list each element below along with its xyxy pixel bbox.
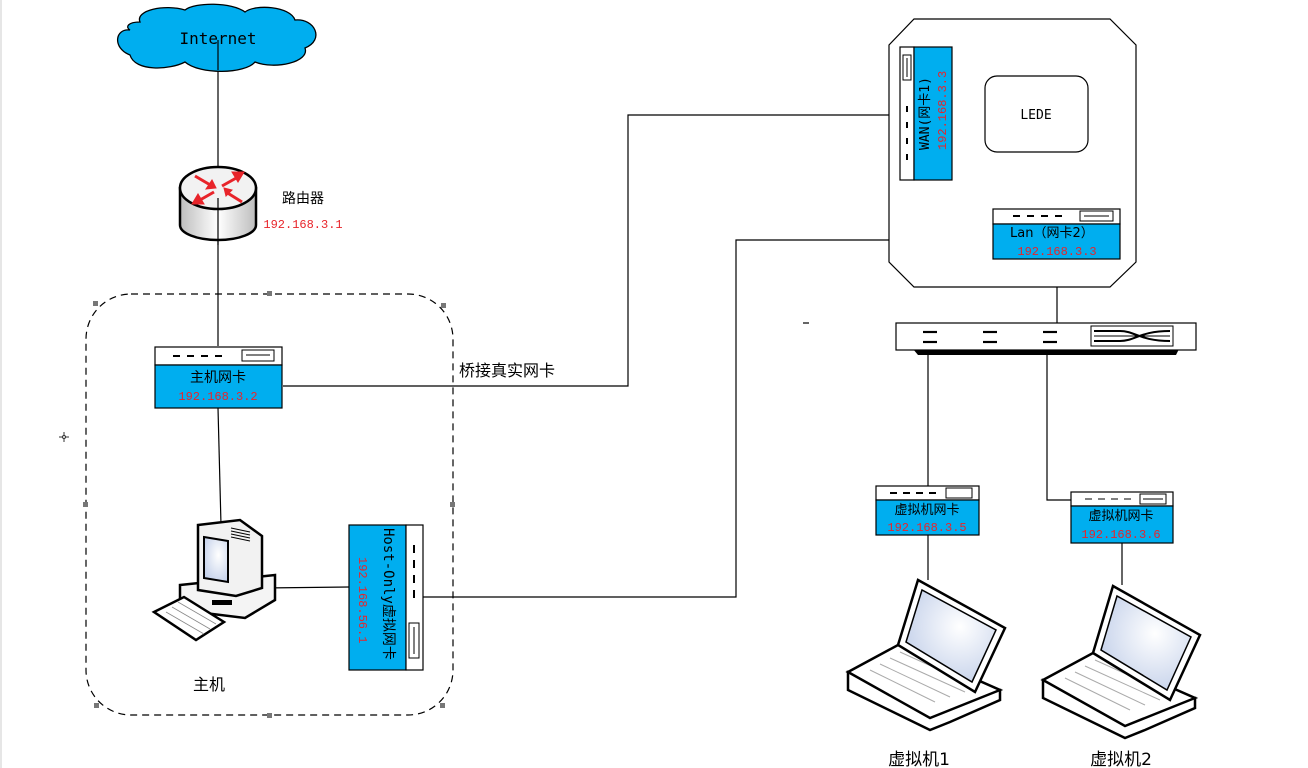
lede-box <box>984 75 1089 153</box>
edge-hostnic-pc[interactable] <box>217 407 222 526</box>
vm1-laptop[interactable]: 虚拟机1 <box>845 578 1007 768</box>
laptop-screen-icon <box>905 588 997 684</box>
nic-body <box>348 524 407 671</box>
resize-handle[interactable] <box>267 291 272 296</box>
host-nic-ip: 192.168.3.2 <box>178 390 257 404</box>
pc-drive-icon <box>212 600 232 605</box>
lede-label: LEDE <box>1020 108 1051 123</box>
edge-pc-hostonly[interactable] <box>262 586 350 589</box>
bridge-label: 桥接真实网卡 <box>459 361 555 380</box>
nic-body <box>913 46 953 181</box>
nic-body <box>1070 505 1174 544</box>
resize-handle[interactable] <box>93 301 98 306</box>
resize-handle[interactable] <box>441 303 446 308</box>
anchor-crosshair-icon[interactable] <box>59 432 69 442</box>
lede-node[interactable]: LEDE <box>984 75 1089 153</box>
internet-cloud[interactable]: Internet <box>116 3 317 72</box>
edge-hostonly-lan[interactable] <box>422 239 993 598</box>
resize-handle[interactable] <box>440 703 445 708</box>
pc-screen-icon <box>203 535 229 584</box>
host-nic[interactable]: 主机网卡 192.168.3.2 <box>154 346 283 409</box>
internet-label: Internet <box>179 29 256 48</box>
lan-nic[interactable]: Lan（网卡2） 192.168.3.3 <box>992 208 1121 260</box>
vm1-label: 虚拟机1 <box>888 750 950 768</box>
router-arrows-icon <box>191 171 245 205</box>
crossover-lines-icon <box>1094 330 1171 342</box>
nic-body <box>992 223 1121 260</box>
vm2-nic[interactable]: 虚拟机网卡 192.168.3.6 <box>1070 491 1174 544</box>
vm1-nic-ip: 192.168.3.5 <box>887 521 966 535</box>
host-nic-label: 主机网卡 <box>190 370 246 386</box>
switch-ports-icon <box>923 330 1057 344</box>
vm2-label: 虚拟机2 <box>1090 750 1152 768</box>
lan-nic-ip: 192.168.3.3 <box>1017 245 1096 259</box>
router[interactable]: 路由器 192.168.3.1 <box>178 165 343 245</box>
hostonly-nic-ip: 192.168.56.1 <box>355 557 369 643</box>
vm2-laptop[interactable]: 虚拟机2 <box>1040 584 1202 768</box>
host-pc[interactable] <box>151 518 277 642</box>
hostonly-nic[interactable]: Host-Only虚拟网卡 192.168.56.1 <box>348 524 424 671</box>
wan-nic[interactable]: WAN(网卡1) 192.168.3.3 <box>899 46 953 181</box>
resize-handle[interactable] <box>94 703 99 708</box>
resize-handle[interactable] <box>267 713 272 718</box>
nic-body <box>875 499 980 536</box>
laptop-keyboard-icon <box>845 643 1004 720</box>
resize-handle[interactable] <box>83 502 88 507</box>
vm1-nic-label: 虚拟机网卡 <box>894 503 959 518</box>
cloud-icon <box>116 3 317 72</box>
nic-connector-icon <box>945 487 973 499</box>
selection-handles <box>83 291 455 718</box>
resize-handle[interactable] <box>450 502 455 507</box>
host-group[interactable]: 主机 <box>59 291 455 718</box>
wan-nic-ip: 192.168.3.3 <box>936 71 950 150</box>
switch[interactable] <box>895 322 1197 355</box>
hostonly-nic-label: Host-Only虚拟网卡 <box>380 528 396 660</box>
vm2-nic-ip: 192.168.3.6 <box>1081 528 1160 542</box>
router-ip: 192.168.3.1 <box>263 218 342 232</box>
host-label: 主机 <box>193 675 225 694</box>
wan-nic-label: WAN(网卡1) <box>918 77 933 150</box>
keyboard-keys-icon <box>165 601 217 635</box>
laptop-screen-icon <box>1100 594 1192 692</box>
laptop-keyboard-icon <box>1040 651 1199 728</box>
router-label: 路由器 <box>282 191 324 207</box>
vm2-nic-label: 虚拟机网卡 <box>1088 509 1153 524</box>
lan-nic-label: Lan（网卡2） <box>1010 226 1094 241</box>
edge-switch-vm2nic[interactable] <box>1046 345 1071 501</box>
vm1-nic[interactable]: 虚拟机网卡 192.168.3.5 <box>875 485 980 536</box>
edge-bridge-hostnic-wan[interactable] <box>283 114 900 387</box>
pc-vents-icon <box>230 527 251 542</box>
keyboard-icon <box>151 595 227 642</box>
nic-body <box>154 364 283 409</box>
